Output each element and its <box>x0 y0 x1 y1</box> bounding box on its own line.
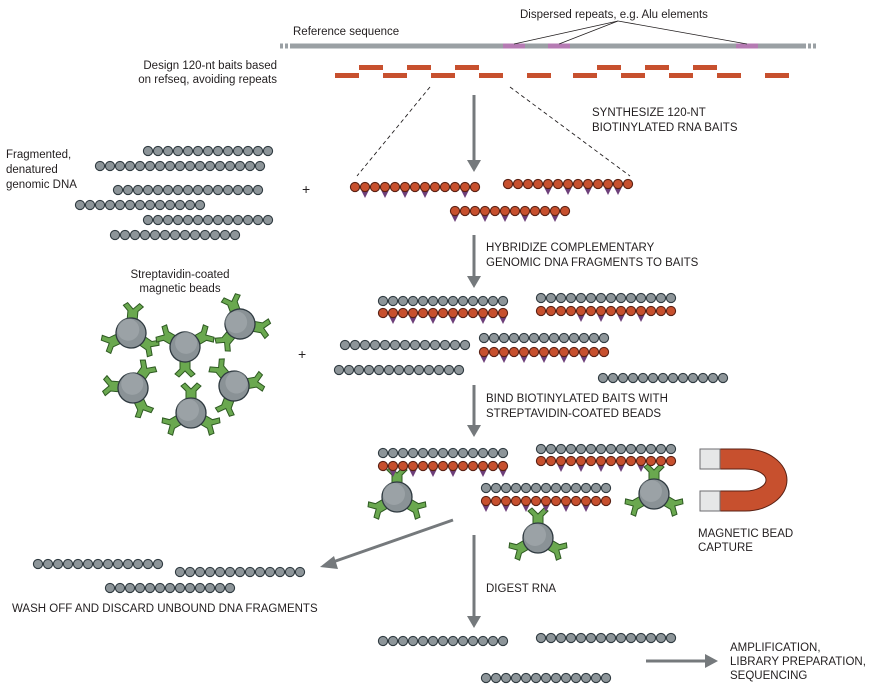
dna-fragment <box>109 229 241 241</box>
dna-fragment <box>104 582 236 594</box>
fragmented-label-line3: genomic DNA <box>6 179 77 191</box>
plus-sign-2: + <box>298 346 306 362</box>
beads-label-line2: magnetic beads <box>139 283 220 295</box>
magnetic-bead <box>94 346 176 425</box>
magnet-icon <box>699 448 788 512</box>
dna-fragment <box>74 199 206 211</box>
fragmented-label-line1: Fragmented, <box>6 149 71 161</box>
reference-sequence <box>280 20 816 49</box>
magnetic-bead <box>98 300 164 359</box>
arrow-digest <box>467 535 481 628</box>
hybridize-label-line1: HYBRIDIZE COMPLEMENTARY <box>486 242 655 254</box>
bind-label-line2: STREPTAVIDIN-COATED BEADS <box>486 408 661 420</box>
dna-fragment <box>480 482 612 494</box>
designed-baits <box>335 65 789 78</box>
captured-beads <box>366 464 685 562</box>
dna-fragment <box>94 160 266 172</box>
rna-bait <box>377 460 509 477</box>
digest-label: DIGEST RNA <box>486 583 556 595</box>
rna-bait <box>480 495 612 512</box>
dna-fragment <box>377 635 509 647</box>
dna-fragment <box>377 447 509 459</box>
arrow-wash <box>320 518 454 569</box>
bait-dash <box>383 73 407 78</box>
arrow-bind <box>467 385 481 437</box>
rna-bait <box>478 346 610 363</box>
synthesize-label-line2: BIOTINYLATED RNA BAITS <box>592 122 738 134</box>
streptavidin-beads <box>94 285 277 436</box>
rna-bait <box>377 307 509 324</box>
magnetic-capture-label-line2: CAPTURE <box>698 542 753 554</box>
rna-bait <box>349 181 481 198</box>
bait-dash <box>573 73 597 78</box>
nucleic-acid-strands <box>32 145 729 684</box>
plus-sign-1: + <box>302 181 310 197</box>
captured-bead <box>366 467 428 521</box>
reference-sequence-label: Reference sequence <box>293 26 399 38</box>
bait-dash <box>479 73 503 78</box>
dna-fragment <box>339 339 471 351</box>
zoom-line-right <box>509 86 631 177</box>
captured-bead <box>507 508 569 562</box>
arrow-synthesize <box>467 95 481 172</box>
rna-bait <box>449 205 571 222</box>
dna-fragment <box>174 566 306 578</box>
design-label-line1: Design 120-nt baits based <box>143 60 277 72</box>
dna-fragment <box>478 332 610 344</box>
hybridize-label-line2: GENOMIC DNA FRAGMENTS TO BAITS <box>486 257 699 269</box>
rna-bait <box>535 305 677 322</box>
dna-fragment <box>142 214 274 226</box>
dna-fragment <box>535 443 677 455</box>
magnetic-capture-label-line1: MAGNETIC BEAD <box>698 528 793 540</box>
alu-repeat <box>736 43 758 49</box>
amplification-label-line2: LIBRARY PREPARATION, <box>730 656 866 668</box>
magnetic-bead <box>205 350 269 420</box>
magnetic-bead <box>201 285 278 357</box>
bait-dash <box>455 65 479 70</box>
dna-fragment <box>112 184 264 196</box>
rna-bait <box>535 455 677 472</box>
dna-fragment <box>535 632 677 644</box>
beads-label-line1: Streptavidin-coated <box>130 269 229 281</box>
bait-dash <box>645 65 669 70</box>
dna-fragment <box>333 364 465 376</box>
arrow-hybridize <box>467 235 481 288</box>
bait-dash <box>597 65 621 70</box>
zoom-line-left <box>356 86 431 177</box>
alu-repeat <box>503 43 525 49</box>
bait-dash <box>717 73 741 78</box>
bait-dash <box>335 73 359 78</box>
fragmented-label-line2: denatured <box>6 164 58 176</box>
alu-repeat <box>548 43 570 49</box>
bind-label-line1: BIND BIOTINYLATED BAITS WITH <box>486 393 668 405</box>
dna-fragment <box>377 295 509 307</box>
amplification-label-line3: SEQUENCING <box>730 670 807 682</box>
bait-dash <box>431 73 455 78</box>
amplification-label-line1: AMPLIFICATION, <box>730 642 821 654</box>
dna-fragment <box>142 145 274 157</box>
captured-bead <box>623 464 685 518</box>
dna-fragment <box>597 372 729 384</box>
dispersed-repeats-label: Dispersed repeats, e.g. Alu elements <box>520 9 708 21</box>
bait-dash <box>407 65 431 70</box>
arrow-amplification <box>646 654 718 668</box>
bait-dash <box>693 65 717 70</box>
rna-bait <box>502 178 634 195</box>
synthesize-label-line1: SYNTHESIZE 120-NT <box>592 107 706 119</box>
dna-fragment <box>535 292 677 304</box>
bait-dash <box>669 73 693 78</box>
bait-dash <box>765 73 789 78</box>
dna-fragment <box>480 672 612 684</box>
design-label-line2: on refseq, avoiding repeats <box>138 74 277 86</box>
magnetic-bead <box>149 305 226 385</box>
bait-dash <box>359 65 383 70</box>
bait-dash <box>527 73 551 78</box>
bait-dash <box>621 73 645 78</box>
wash-label: WASH OFF AND DISCARD UNBOUND DNA FRAGMEN… <box>12 603 318 615</box>
magnetic-bead <box>160 383 222 437</box>
dna-fragment <box>32 558 164 570</box>
